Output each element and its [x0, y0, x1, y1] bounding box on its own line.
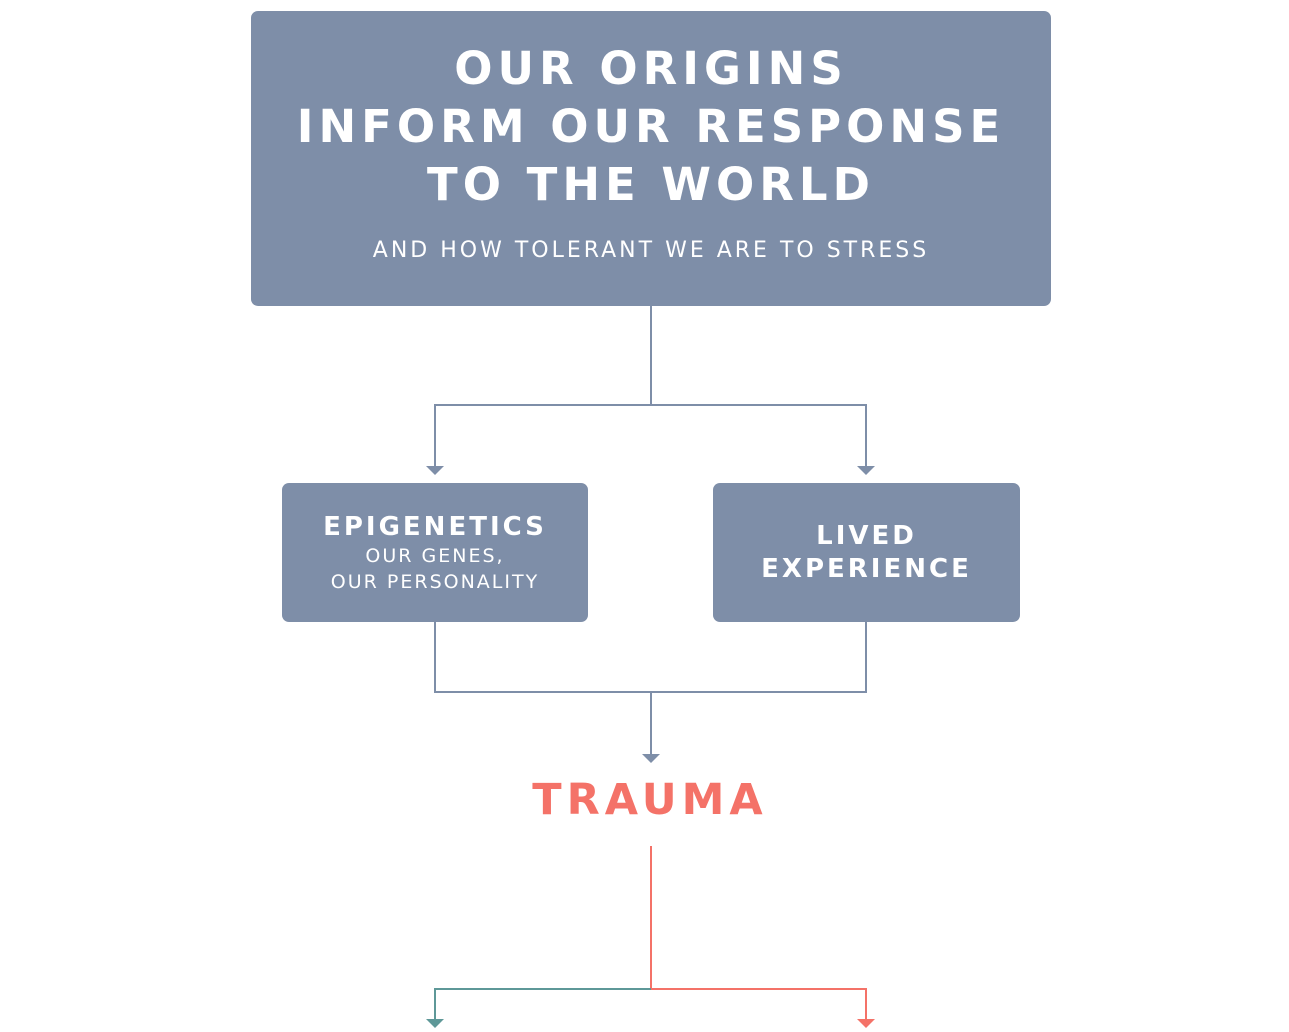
title-line: TO THE WORLD	[427, 158, 875, 211]
title-line: OUR ORIGINS	[454, 42, 848, 95]
lived-experience-heading: LIVED	[816, 520, 917, 551]
origins-subtitle: AND HOW TOLERANT WE ARE TO STRESS	[372, 238, 930, 263]
connector-right-box-down	[651, 622, 867, 693]
title-line: INFORM OUR RESPONSE	[296, 100, 1006, 153]
connector-split-left	[434, 404, 651, 466]
arrow-down-icon	[426, 466, 444, 475]
lived-experience-heading: EXPERIENCE	[761, 553, 972, 584]
origins-title: OUR ORIGINS INFORM OUR RESPONSE TO THE W…	[297, 40, 1005, 214]
connector-left-box-down	[434, 622, 651, 693]
arrow-down-icon	[857, 466, 875, 475]
trauma-label: TRAUMA	[532, 775, 768, 825]
epigenetics-subline: OUR PERSONALITY	[330, 570, 540, 593]
epigenetics-subline: OUR GENES,	[365, 544, 505, 567]
connector-split-right	[651, 404, 867, 466]
epigenetics-heading: EPIGENETICS	[323, 511, 547, 542]
connector-branch-right	[651, 988, 867, 1020]
lived-experience-box: LIVED EXPERIENCE	[713, 483, 1020, 622]
arrow-down-icon	[857, 1019, 875, 1028]
epigenetics-box: EPIGENETICS OUR GENES, OUR PERSONALITY	[282, 483, 588, 622]
origins-box: OUR ORIGINS INFORM OUR RESPONSE TO THE W…	[251, 11, 1051, 306]
arrow-down-icon	[426, 1019, 444, 1028]
connector-branch-left	[434, 988, 651, 1020]
arrow-down-icon	[642, 754, 660, 763]
